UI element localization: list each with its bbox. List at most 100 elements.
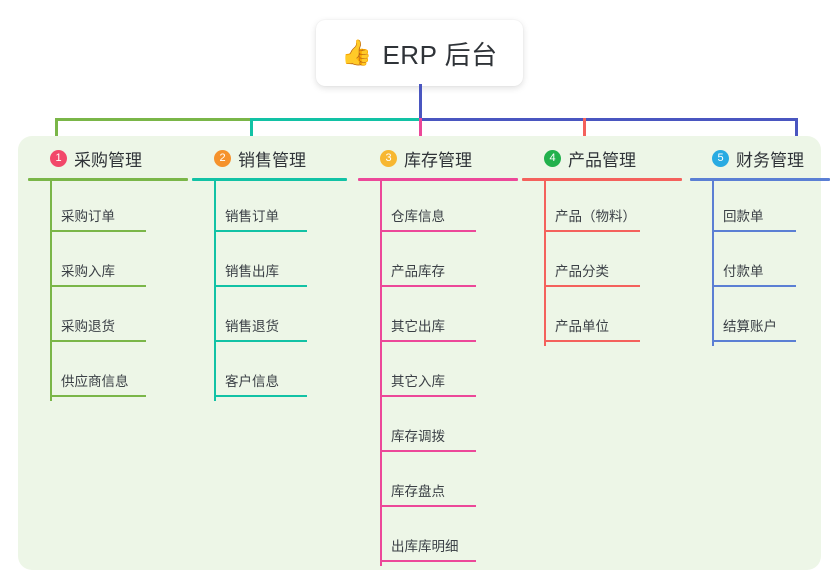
thumbs-up-icon: 👍 (341, 38, 373, 67)
branch-item-label: 付款单 (723, 264, 764, 279)
branch-item[interactable]: 采购入库 (28, 236, 188, 291)
branch-header-rule (28, 178, 188, 181)
branch-item-underline (214, 340, 307, 342)
branch-item-label: 库存调拨 (391, 429, 445, 444)
branch-item[interactable]: 供应商信息 (28, 346, 188, 401)
branch-header-rule (522, 178, 682, 181)
branch-item[interactable]: 产品分类 (522, 236, 682, 291)
branch-item-label: 客户信息 (225, 374, 279, 389)
branch-item-underline (380, 505, 476, 507)
branch-item[interactable]: 其它入库 (358, 346, 518, 401)
branch-item[interactable]: 仓库信息 (358, 181, 518, 236)
branch-stem (544, 181, 546, 346)
root-node-card[interactable]: 👍 ERP 后台 (316, 20, 523, 86)
branch-header-rule (358, 178, 518, 181)
branch-item-label: 其它出库 (391, 319, 445, 334)
branch-number-badge: 2 (214, 150, 231, 167)
branch-number-badge: 4 (544, 150, 561, 167)
branch-item[interactable]: 回款单 (690, 181, 830, 236)
branch-item[interactable]: 产品库存 (358, 236, 518, 291)
branch-item-label: 供应商信息 (61, 374, 129, 389)
branch-title: 采购管理 (74, 150, 142, 170)
branch-header-rule (192, 178, 347, 181)
branch-item-underline (544, 340, 640, 342)
branch-item-label: 产品单位 (555, 319, 609, 334)
branch-item[interactable]: 销售出库 (192, 236, 347, 291)
branch-item-underline (214, 285, 307, 287)
branch-title: 财务管理 (736, 150, 804, 170)
branch-header-3[interactable]: 3 库存管理 (358, 145, 518, 171)
root-node-content: 👍 ERP 后台 (341, 35, 497, 72)
branch-item-label: 采购订单 (61, 209, 115, 224)
branch-stem (380, 181, 382, 566)
branch-stem (214, 181, 216, 401)
branch-item-label: 仓库信息 (391, 209, 445, 224)
branch-item-label: 产品（物料） (555, 209, 636, 224)
branch-item-underline (380, 450, 476, 452)
branch-column-3: 3 库存管理仓库信息产品库存其它出库其它入库库存调拨库存盘点出库库明细 (358, 145, 518, 566)
drop-connector-5 (795, 118, 798, 146)
branch-item[interactable]: 库存盘点 (358, 456, 518, 511)
branch-item-label: 出库库明细 (391, 539, 459, 554)
branch-item[interactable]: 付款单 (690, 236, 830, 291)
branch-item-list: 采购订单采购入库采购退货供应商信息 (28, 181, 188, 401)
bus-segment-2 (250, 118, 419, 121)
branch-item-underline (380, 560, 476, 562)
branch-item[interactable]: 销售订单 (192, 181, 347, 236)
branch-item-list: 仓库信息产品库存其它出库其它入库库存调拨库存盘点出库库明细 (358, 181, 518, 566)
branch-item[interactable]: 采购订单 (28, 181, 188, 236)
branch-item[interactable]: 产品（物料） (522, 181, 682, 236)
drop-connector-3 (419, 118, 422, 146)
branch-item-underline (214, 395, 307, 397)
branch-item-label: 库存盘点 (391, 484, 445, 499)
bus-segment-3 (419, 118, 795, 121)
branch-item[interactable]: 产品单位 (522, 291, 682, 346)
branch-item-underline (712, 230, 796, 232)
branch-item[interactable]: 其它出库 (358, 291, 518, 346)
branch-column-1: 1 采购管理采购订单采购入库采购退货供应商信息 (28, 145, 188, 401)
branch-item-underline (712, 340, 796, 342)
branch-title: 库存管理 (404, 150, 472, 170)
branch-item-underline (380, 395, 476, 397)
branch-item-underline (712, 285, 796, 287)
branch-number-badge: 3 (380, 150, 397, 167)
branch-column-4: 4 产品管理产品（物料） 产品分类产品单位 (522, 145, 682, 346)
branch-item-label: 销售退货 (225, 319, 279, 334)
branch-stem (50, 181, 52, 401)
branch-item-underline (380, 285, 476, 287)
bus-segment-1 (55, 118, 250, 121)
branch-item-underline (544, 285, 640, 287)
branch-item-label: 采购退货 (61, 319, 115, 334)
branches-panel (18, 136, 821, 570)
branch-item-underline (380, 230, 476, 232)
branch-item-label: 回款单 (723, 209, 764, 224)
branch-item-label: 产品分类 (555, 264, 609, 279)
branch-item-label: 采购入库 (61, 264, 115, 279)
branch-column-5: 5 财务管理回款单付款单结算账户 (690, 145, 830, 346)
branch-item-label: 产品库存 (391, 264, 445, 279)
branch-header-5[interactable]: 5 财务管理 (690, 145, 830, 171)
branch-item-underline (50, 285, 146, 287)
branch-item[interactable]: 结算账户 (690, 291, 830, 346)
branch-item-underline (214, 230, 307, 232)
branch-item[interactable]: 采购退货 (28, 291, 188, 346)
branch-header-1[interactable]: 1 采购管理 (28, 145, 188, 171)
branch-item-label: 结算账户 (723, 319, 777, 334)
branch-number-badge: 5 (712, 150, 729, 167)
branch-header-rule (690, 178, 830, 181)
branch-item-underline (50, 340, 146, 342)
branch-header-4[interactable]: 4 产品管理 (522, 145, 682, 171)
branch-item-underline (380, 340, 476, 342)
branch-item[interactable]: 出库库明细 (358, 511, 518, 566)
branch-number-badge: 1 (50, 150, 67, 167)
branch-item[interactable]: 客户信息 (192, 346, 347, 401)
branch-item-label: 销售出库 (225, 264, 279, 279)
branch-item[interactable]: 库存调拨 (358, 401, 518, 456)
branch-title: 产品管理 (568, 150, 636, 170)
drop-connector-4 (583, 118, 586, 146)
drop-connector-1 (55, 118, 58, 146)
branch-item[interactable]: 销售退货 (192, 291, 347, 346)
